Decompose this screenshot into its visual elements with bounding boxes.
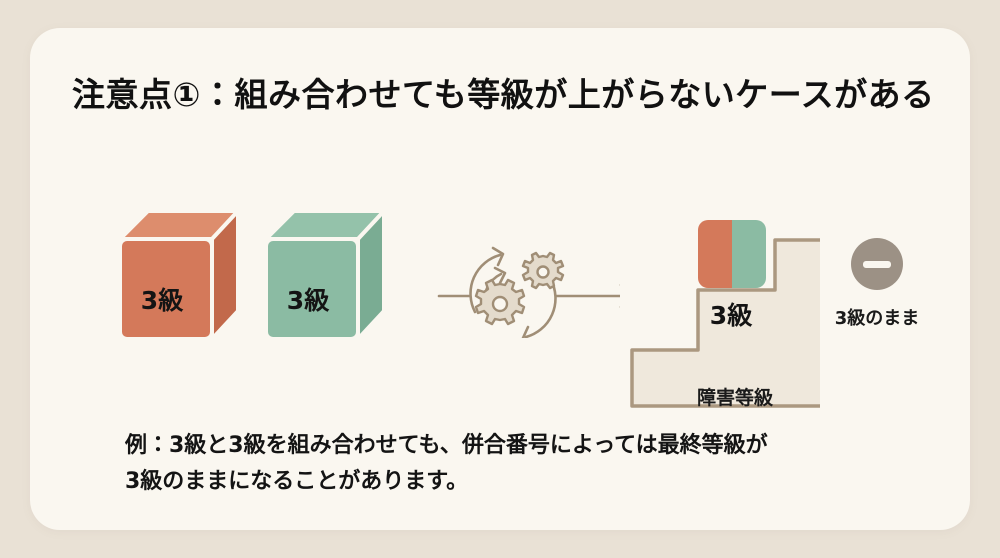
minus-circle-icon [851,238,903,290]
orange-cube: 3級 [112,203,242,348]
stairs-shape [630,238,820,408]
page-title: 注意点①：組み合わせても等級が上がらないケースがある [72,75,935,114]
stairs-caption: 障害等級 [696,387,773,409]
result-group: 3級のまま [812,238,942,330]
grade-stairs: 3級 [590,178,820,438]
green-cube-shape [264,209,386,341]
footnote: 例：3級と3級を組み合わせても、併合番号によっては最終等級が 3級のままになるこ… [125,428,935,499]
gears-icon [474,251,565,326]
content-card: 注意点①：組み合わせても等級が上がらないケースがある 3級 [30,28,970,530]
orange-cube-shape [118,209,240,341]
combination-process [405,208,620,338]
footnote-line-2: 3級のままになることがあります。 [125,468,469,494]
footnote-line-1: 例：3級と3級を組み合わせても、併合番号によっては最終等級が [125,433,768,458]
result-label: 3級のまま [834,308,920,329]
refresh-arrows-icon [469,246,557,338]
combined-block [698,220,766,288]
stair-grade-label: 3級 [709,301,753,330]
green-cube: 3級 [258,203,388,348]
